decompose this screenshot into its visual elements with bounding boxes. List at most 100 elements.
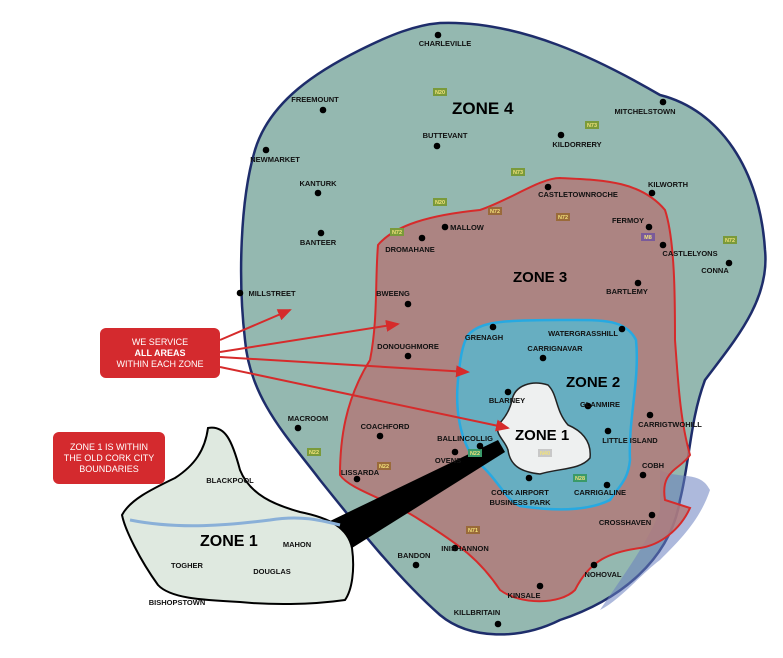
- inset-area-label: TOGHER: [171, 561, 204, 570]
- town-label: CROSSHAVEN: [599, 518, 651, 527]
- town-label: OVENS: [435, 456, 461, 465]
- town-marker: [451, 448, 459, 456]
- town-marker: [319, 106, 327, 114]
- town-label: GRENAGH: [465, 333, 503, 342]
- town-label: BALLINCOLLIG: [437, 434, 493, 443]
- road-badge: [573, 474, 587, 482]
- town-label: DONOUGHMORE: [377, 342, 439, 351]
- town-label: CONNA: [701, 266, 729, 275]
- town-marker: [412, 561, 420, 569]
- road-badge: [390, 228, 404, 236]
- town-label: MITCHELSTOWN: [614, 107, 675, 116]
- inset-area-label: MAHON: [283, 540, 311, 549]
- zone-4-label: ZONE 4: [452, 99, 514, 118]
- town-label: LISSARDA: [341, 468, 380, 477]
- road-number: N20: [435, 90, 445, 96]
- town-label: MILLSTREET: [248, 289, 295, 298]
- town-marker: [441, 223, 449, 231]
- inset-zone-1-label: ZONE 1: [200, 533, 258, 550]
- town-marker: [376, 432, 384, 440]
- inset-area-label: DOUGLAS: [253, 567, 291, 576]
- service-note-line: WITHIN EACH ZONE: [116, 358, 204, 369]
- town-label: DROMAHANE: [385, 245, 435, 254]
- town-label: KINSALE: [508, 591, 541, 600]
- town-label: CASTLETOWNROCHE: [538, 190, 618, 199]
- town-marker: [603, 481, 611, 489]
- town-label: BANDON: [398, 551, 431, 560]
- town-marker: [433, 142, 441, 150]
- town-label: COACHFORD: [361, 422, 410, 431]
- inset-river: [129, 516, 341, 528]
- town-marker: [489, 323, 497, 331]
- service-note-line: ALL AREAS: [134, 347, 186, 358]
- town-label: NEWMARKET: [250, 155, 300, 164]
- town-label: CARRIGTWOHILL: [638, 420, 702, 429]
- zone-2-label: ZONE 2: [566, 374, 620, 391]
- zone-1-info-note: ZONE 1 IS WITHIN THE OLD CORK CITY BOUND…: [53, 432, 165, 484]
- road-badge: [307, 448, 321, 456]
- zone-1-inset-map[interactable]: [120, 426, 355, 606]
- town-marker: [504, 388, 512, 396]
- town-label: CARRIGALINE: [574, 488, 626, 497]
- town-label: FREEMOUNT: [291, 95, 339, 104]
- town-marker: [557, 131, 565, 139]
- town-marker: [494, 620, 502, 628]
- town-marker: [236, 289, 244, 297]
- town-label: BUSINESS PARK: [489, 498, 551, 507]
- road-number: N22: [309, 450, 319, 456]
- town-marker: [544, 183, 552, 191]
- town-marker: [639, 471, 647, 479]
- town-marker: [646, 411, 654, 419]
- town-label: BANTEER: [300, 238, 337, 247]
- road-number: N40: [540, 451, 550, 457]
- town-marker: [525, 474, 533, 482]
- town-marker: [634, 279, 642, 287]
- road-number: N22: [470, 451, 480, 457]
- road-number: N20: [435, 200, 445, 206]
- road-badge: [433, 88, 447, 96]
- town-marker: [294, 424, 302, 432]
- road-number: N73: [587, 123, 597, 129]
- road-number: N72: [392, 230, 402, 236]
- town-marker: [434, 31, 442, 39]
- town-marker: [659, 98, 667, 106]
- town-label: KILLBRITAIN: [454, 608, 501, 617]
- town-marker: [590, 561, 598, 569]
- zoom-wedge: [328, 440, 505, 548]
- road-badge: [488, 207, 502, 215]
- town-label: CARRIGNAVAR: [527, 344, 583, 353]
- road-badge: [511, 168, 525, 176]
- road-number: N71: [468, 528, 478, 534]
- town-marker: [262, 146, 270, 154]
- town-marker: [418, 234, 426, 242]
- town-marker: [659, 241, 667, 249]
- road-number: N28: [575, 476, 585, 482]
- road-badge: [723, 236, 737, 244]
- service-note-line: WE SERVICE: [131, 336, 189, 347]
- town-label: WATERGRASSHILL: [548, 329, 618, 338]
- town-marker: [536, 582, 544, 590]
- zone-1-info-line: ZONE 1 IS WITHIN: [69, 441, 148, 452]
- town-marker: [353, 475, 361, 483]
- town-label: BLARNEY: [489, 396, 525, 405]
- town-label: BARTLEMY: [606, 287, 648, 296]
- town-label: MACROOM: [288, 414, 328, 423]
- town-label: FERMOY: [612, 216, 644, 225]
- town-marker: [725, 259, 733, 267]
- service-arrows: [219, 309, 510, 432]
- road-badge: [585, 121, 599, 129]
- road-badge: [641, 233, 655, 241]
- town-label: CORK AIRPORT: [491, 488, 549, 497]
- road-number: N72: [725, 238, 735, 244]
- town-label: COBH: [642, 461, 664, 470]
- road-badge: [556, 213, 570, 221]
- town-label: KANTURK: [299, 179, 337, 188]
- town-marker: [584, 402, 592, 410]
- inset-area-label: BLACKPOOL: [206, 476, 254, 485]
- town-label: BWEENG: [376, 289, 410, 298]
- zone-1-info-line: BOUNDARIES: [79, 463, 139, 474]
- town-marker: [618, 325, 626, 333]
- road-badge: [433, 198, 447, 206]
- town-label: INISHANNON: [441, 544, 489, 553]
